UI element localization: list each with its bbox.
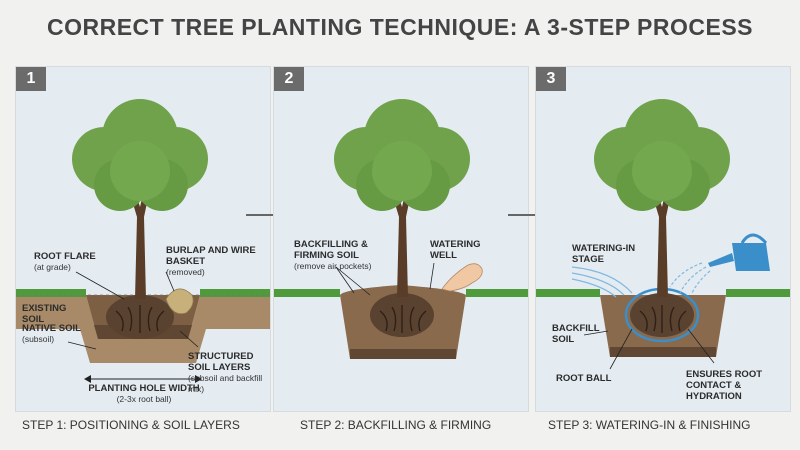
page-title: CORRECT TREE PLANTING TECHNIQUE: A 3-STE… [46, 14, 754, 40]
watering-well-label: WATERING WELL [430, 239, 481, 261]
trunk [650, 177, 674, 297]
step-1-badge: 1 [16, 67, 46, 91]
native-soil-layer [16, 295, 270, 363]
step-1-illustration [16, 99, 270, 411]
step-3-caption: STEP 3: WATERING-IN & FINISHING [548, 418, 751, 432]
trunk [390, 177, 414, 297]
watering-can-icon [708, 233, 770, 271]
step-2-caption: STEP 2: BACKFILLING & FIRMING [300, 418, 492, 432]
hand-icon [441, 263, 483, 292]
backfill-soil-label: BACKFILL SOIL [552, 323, 600, 345]
step-3-panel: 3 WATERING-IN STAGE BACKFILL SOIL ROOT B… [535, 66, 791, 412]
native-soil-label: NATIVE SOIL (subsoil) [22, 323, 81, 344]
step-2-illustration [274, 99, 528, 411]
grass-left [274, 289, 340, 297]
grass-left [536, 289, 600, 297]
watering-in-label: WATERING-IN STAGE [572, 243, 636, 265]
canopy [334, 99, 470, 211]
grass-right [466, 289, 528, 297]
structured-soil-label: STRUCTURED SOIL LAYERS (subsoil and back… [188, 351, 263, 394]
grass-right [726, 289, 790, 297]
canopy [594, 99, 730, 211]
canopy [72, 99, 208, 211]
burlap-label: BURLAP AND WIRE BASKET (removed) [166, 245, 256, 277]
root-ball-label: ROOT BALL [556, 373, 612, 384]
step-1-panel: 1 ROOT FLARE (at grade) BURLAP AND WIRE … [15, 66, 271, 412]
ensures-contact-label: ENSURES ROOT CONTACT & HYDRATION [686, 369, 763, 402]
hole-width-label: PLANTING HOLE WIDTH (2-3x root ball) [88, 383, 200, 404]
trunk [128, 177, 152, 299]
backfilling-label: BACKFILLING & FIRMING SOIL (remove air p… [294, 239, 372, 271]
grass-left [16, 289, 86, 297]
step-1-caption: STEP 1: POSITIONING & SOIL LAYERS [22, 418, 240, 432]
step-2-panel: 2 BACKFILLING & FIRMING SOIL (remove air… [273, 66, 529, 412]
step-3-illustration [536, 99, 790, 411]
root-flare-label: ROOT FLARE (at grade) [34, 251, 96, 272]
burlap-basket [165, 288, 194, 315]
step-2-badge: 2 [274, 67, 304, 91]
existing-soil-label: EXISTING SOIL [22, 303, 67, 325]
grass-right [200, 289, 270, 297]
step-3-badge: 3 [536, 67, 566, 91]
